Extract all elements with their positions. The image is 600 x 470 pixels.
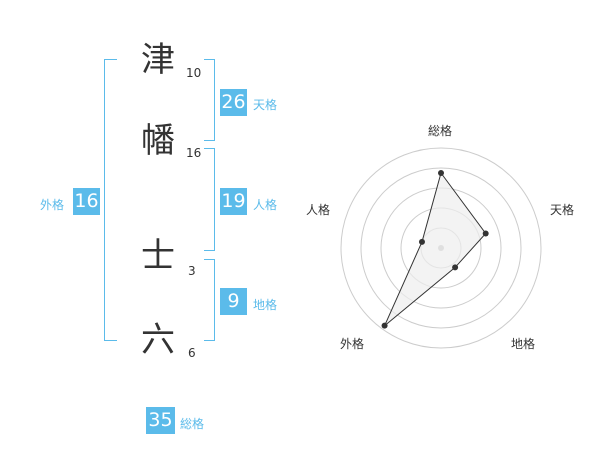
name-char-3: 士 bbox=[141, 236, 175, 276]
radar-label-tenkaku: 天格 bbox=[550, 203, 575, 217]
radar-point-jinkaku bbox=[418, 238, 425, 245]
jinkaku-bracket bbox=[204, 148, 215, 251]
radar-points bbox=[381, 170, 489, 329]
radar-ring-1 bbox=[340, 147, 542, 349]
radar-point-chikaku bbox=[452, 264, 459, 271]
name-char-2: 幡 bbox=[141, 121, 175, 161]
gaikaku-bracket bbox=[104, 59, 117, 341]
radar-label-chikaku: 地格 bbox=[511, 337, 536, 351]
radar-polygon bbox=[384, 171, 487, 327]
chikaku-bracket bbox=[204, 259, 215, 341]
stroke-count-1: 10 bbox=[186, 66, 202, 80]
radar-label-jinkaku: 人格 bbox=[306, 203, 331, 217]
radar-ring-2 bbox=[360, 167, 522, 329]
stroke-count-4: 6 bbox=[188, 346, 196, 360]
jinkaku-label: 人格 bbox=[253, 198, 278, 212]
tenkaku-value: 26 bbox=[220, 89, 247, 116]
chikaku-label: 地格 bbox=[253, 298, 278, 312]
gaikaku-value: 16 bbox=[73, 188, 100, 215]
gaikaku-label: 外格 bbox=[40, 198, 65, 212]
stroke-count-3: 3 bbox=[188, 264, 196, 278]
radar-label-soukaku: 総格 bbox=[428, 124, 453, 138]
soukaku-value: 35 bbox=[146, 407, 175, 434]
soukaku-label: 総格 bbox=[180, 417, 205, 431]
chikaku-value: 9 bbox=[220, 288, 247, 315]
name-char-4: 六 bbox=[141, 320, 175, 360]
radar-point-gaikaku bbox=[381, 322, 388, 329]
tenkaku-bracket bbox=[204, 59, 215, 141]
jinkaku-value: 19 bbox=[220, 188, 247, 215]
stroke-count-2: 16 bbox=[186, 146, 202, 160]
tenkaku-label: 天格 bbox=[253, 98, 278, 112]
radar-label-gaikaku: 外格 bbox=[340, 337, 365, 351]
name-char-1: 津 bbox=[141, 40, 175, 80]
radar-point-tenkaku bbox=[482, 230, 489, 237]
radar-point-soukaku bbox=[438, 170, 444, 176]
